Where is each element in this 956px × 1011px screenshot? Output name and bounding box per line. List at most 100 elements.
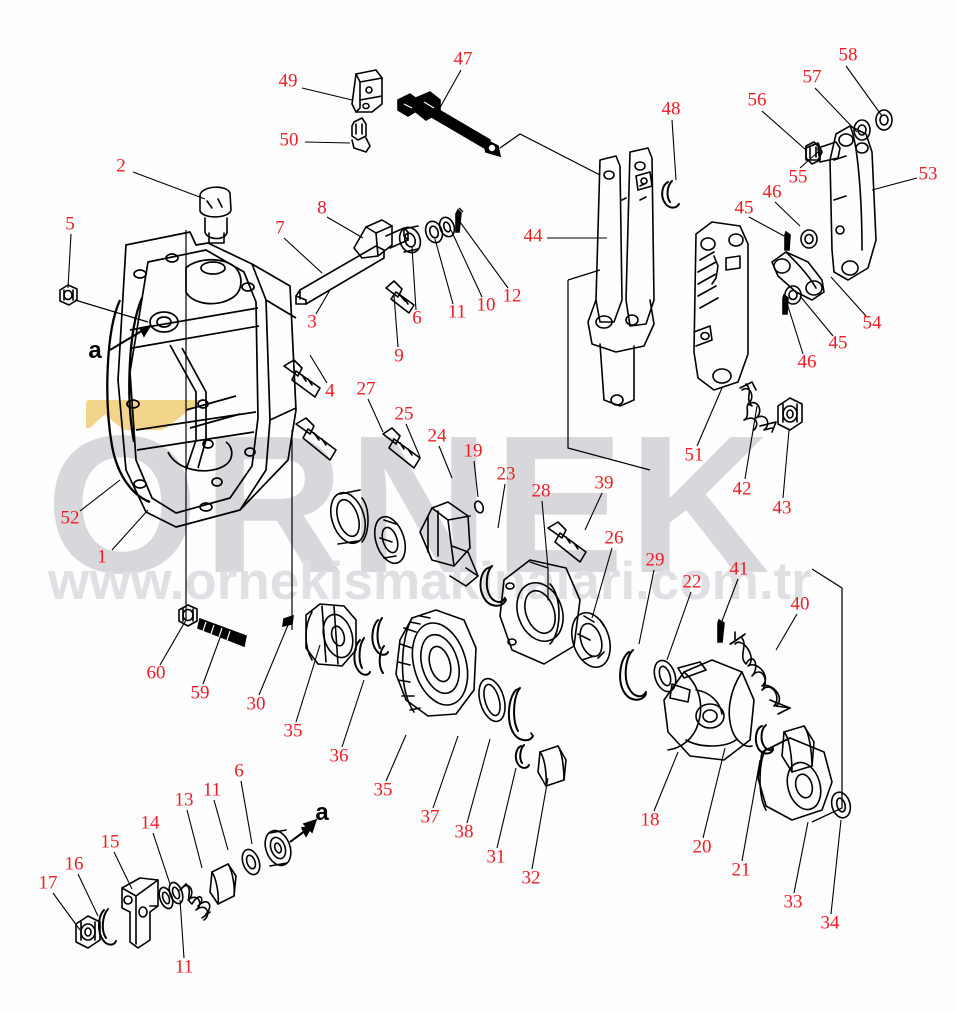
part-number-label[interactable]: 10: [476, 294, 496, 316]
leader-line: [496, 767, 517, 849]
part-number-label[interactable]: 54: [862, 312, 882, 334]
leader-line: [793, 821, 809, 894]
part-number-label[interactable]: 9: [394, 345, 404, 367]
part-number-label[interactable]: 57: [802, 66, 822, 88]
leader-line: [152, 832, 171, 885]
part-number-label[interactable]: 33: [783, 891, 803, 913]
leader-line: [761, 110, 807, 151]
part-number-label[interactable]: 31: [486, 846, 506, 868]
leader-line: [367, 398, 384, 433]
leader-line: [653, 751, 679, 812]
part-44-levers: [587, 147, 655, 407]
part-number-label[interactable]: 6: [412, 307, 422, 329]
part-number-label[interactable]: 2: [116, 155, 126, 177]
part-number-label[interactable]: 25: [394, 403, 414, 425]
part-60-nut: [178, 604, 198, 627]
part-number-label[interactable]: 46: [797, 351, 817, 373]
part-number-label[interactable]: 58: [838, 44, 858, 66]
part-number-label[interactable]: 30: [246, 693, 266, 715]
leader-line: [304, 141, 351, 144]
part-number-label[interactable]: 41: [729, 558, 749, 580]
leader-line: [341, 679, 365, 748]
part-number-label[interactable]: 3: [307, 311, 317, 333]
part-number-label[interactable]: 23: [496, 463, 516, 485]
leader-line: [814, 87, 858, 133]
part-number-label[interactable]: 55: [788, 166, 808, 188]
part-number-label[interactable]: 34: [820, 912, 840, 934]
part-number-label[interactable]: 11: [174, 956, 194, 978]
part-number-label[interactable]: 51: [684, 444, 704, 466]
part-number-label[interactable]: 11: [447, 301, 467, 323]
part-number-label[interactable]: 46: [762, 181, 782, 203]
part-number-label[interactable]: 7: [275, 217, 285, 239]
part-number-label[interactable]: 50: [279, 129, 299, 151]
part-number-label[interactable]: 59: [190, 682, 210, 704]
part-number-label[interactable]: 1: [97, 546, 107, 568]
part-number-label[interactable]: 15: [100, 831, 120, 853]
part-number-label[interactable]: 35: [373, 779, 393, 801]
part-number-label[interactable]: 17: [38, 872, 58, 894]
part-number-label[interactable]: 24: [427, 425, 447, 447]
part-number-label[interactable]: 8: [317, 197, 327, 219]
part-number-label[interactable]: 11: [202, 779, 222, 801]
part-number-label[interactable]: 39: [594, 472, 614, 494]
part-number-label[interactable]: 18: [640, 809, 660, 831]
part-number-label[interactable]: 5: [65, 213, 75, 235]
part-number-label[interactable]: 56: [747, 89, 767, 111]
part-37-washer: [478, 677, 506, 723]
part-number-label[interactable]: 13: [174, 789, 194, 811]
part-number-label[interactable]: 6: [234, 760, 244, 782]
leader-line: [531, 777, 549, 870]
part-number-label[interactable]: 53: [918, 163, 938, 185]
part-number-label[interactable]: 36: [329, 745, 349, 767]
part-number-label[interactable]: 32: [521, 867, 541, 889]
arrow-a-bottom: [289, 818, 318, 843]
part-number-label[interactable]: 47: [453, 48, 473, 70]
part-number-label[interactable]: 4: [325, 380, 335, 402]
part-number-label[interactable]: 44: [523, 225, 543, 247]
leader-line: [326, 216, 364, 239]
part-number-label[interactable]: 52: [60, 507, 80, 529]
part-number-label[interactable]: 35: [283, 720, 303, 742]
part-number-label[interactable]: 16: [64, 853, 84, 875]
part-41-circlip: [717, 618, 725, 643]
part-number-label[interactable]: 40: [790, 593, 810, 615]
part-58-washer: [875, 109, 893, 131]
part-34-washer: [830, 791, 852, 819]
part-number-label[interactable]: 28: [531, 480, 551, 502]
leader-line: [309, 354, 328, 384]
leader-line: [186, 809, 203, 869]
part-16-washer: [98, 908, 117, 946]
leader-line: [411, 246, 417, 311]
part-number-label[interactable]: 43: [772, 497, 792, 519]
part-number-label[interactable]: 14: [140, 812, 160, 834]
part-number-label[interactable]: 60: [146, 662, 166, 684]
leader-line: [258, 624, 289, 696]
part-27-bolt: [382, 427, 421, 469]
part-number-label[interactable]: 19: [463, 440, 483, 462]
leader-line: [438, 445, 453, 479]
part-number-label[interactable]: 49: [278, 70, 298, 92]
part-11-washer: [424, 220, 444, 244]
part-number-label[interactable]: 22: [682, 571, 702, 593]
part-number-label[interactable]: 12: [502, 285, 522, 307]
part-number-label[interactable]: 38: [454, 821, 474, 843]
part-43-nut: [777, 397, 803, 431]
part-number-label[interactable]: 42: [732, 478, 752, 500]
part-number-label[interactable]: 48: [661, 98, 681, 120]
part-number-label[interactable]: 45: [734, 197, 754, 219]
part-number-label[interactable]: 21: [731, 859, 751, 881]
part-number-label[interactable]: 26: [604, 527, 624, 549]
part-40-spring: [729, 631, 791, 715]
part-number-label[interactable]: 37: [420, 806, 440, 828]
part-31-circlip: [514, 744, 530, 769]
part-29-snap-ring: [619, 649, 647, 701]
part-38-snap-ring: [508, 687, 534, 742]
part-number-label[interactable]: 45: [828, 332, 848, 354]
leader-line: [52, 892, 81, 931]
leader-line: [473, 460, 479, 498]
part-number-label[interactable]: 27: [356, 378, 376, 400]
leader-line: [295, 644, 321, 723]
part-number-label[interactable]: 20: [692, 836, 712, 858]
part-number-label[interactable]: 29: [645, 549, 665, 571]
